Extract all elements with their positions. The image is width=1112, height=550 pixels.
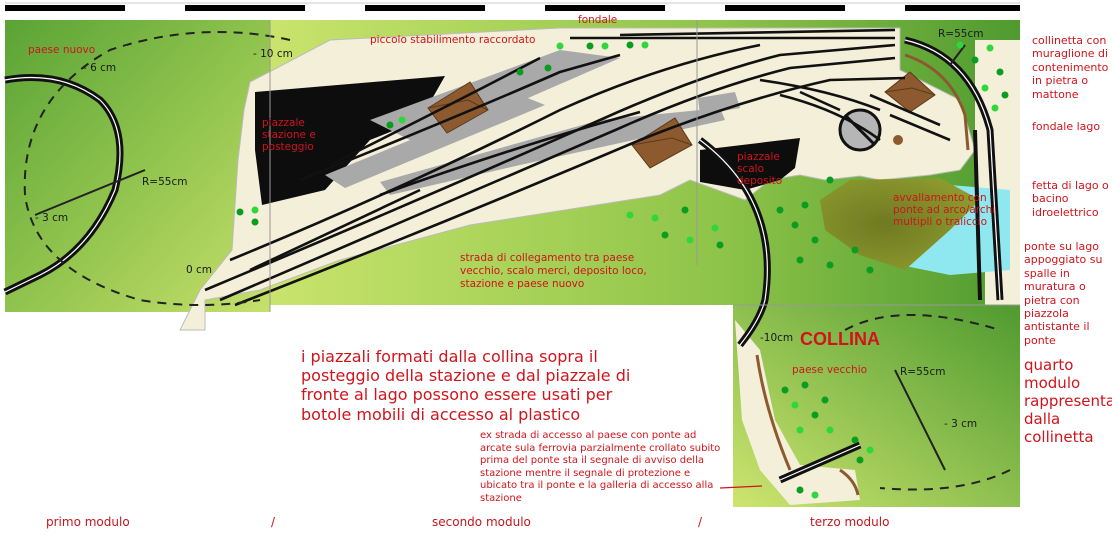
label-paese-nuovo: paese nuovo xyxy=(28,44,96,56)
label-avvallamento: avvallamento con ponte ad arco/archi mul… xyxy=(893,192,996,229)
note-ponte-lago: ponte su lago appoggiato su spalle in mu… xyxy=(1024,240,1103,347)
label-minus10-top: - 10 cm xyxy=(253,48,293,60)
label-minus10-collina: -10cm xyxy=(760,332,794,344)
label-fondale-top: fondale xyxy=(578,14,618,26)
label-piccolo-stabilimento: piccolo stabilimento raccordato xyxy=(370,34,536,46)
tracks xyxy=(3,28,1004,484)
label-collina: COLLINA xyxy=(800,329,880,349)
top-border xyxy=(5,2,1020,11)
label-r55-top: R=55cm xyxy=(938,28,984,40)
label-minus3-right: - 3 cm xyxy=(944,418,978,430)
module-dividers xyxy=(269,20,1020,312)
note-fondale-lago: fondale lago xyxy=(1032,120,1101,133)
yard-stazione xyxy=(255,76,445,205)
label-piazzali-note: i piazzali formati dalla collina sopra i… xyxy=(301,347,631,424)
yard-scalo xyxy=(700,138,800,190)
label-minus6: - 6 cm xyxy=(83,62,117,74)
retaining-walls xyxy=(755,53,970,496)
note-quarto-modulo: quarto modulo rappresentato dalla collin… xyxy=(1024,356,1112,446)
caption-primo-modulo: primo modulo xyxy=(46,515,130,529)
note-fetta: fetta di lago o bacino idroelettrico xyxy=(1032,179,1109,219)
label-minus3-left: - 3 cm xyxy=(35,212,69,224)
label-zero-cm: 0 cm xyxy=(186,264,213,276)
label-paese-vecchio: paese vecchio xyxy=(792,364,868,376)
caption-secondo-modulo: secondo modulo xyxy=(432,515,531,529)
caption-slash-1: / xyxy=(271,515,276,529)
caption-slash-2: / xyxy=(698,515,703,529)
annotation-arrow xyxy=(719,485,763,489)
radius-guides xyxy=(23,31,1011,491)
label-strada-collegamento: strada di collegamento tra paese vecchio… xyxy=(460,252,647,291)
trees xyxy=(236,41,1009,499)
caption-terzo-modulo: terzo modulo xyxy=(810,515,890,529)
label-ex-strada: ex strada di accesso al paese con ponte … xyxy=(480,430,721,504)
label-piazzale-stazione: piazzale stazione e posteggio xyxy=(262,117,316,154)
note-collinetta: collinetta con muraglione di conteniment… xyxy=(1032,34,1109,101)
label-r55-right: R=55cm xyxy=(900,366,946,378)
label-piazzale-scalo: piazzale scalo deposito xyxy=(737,151,783,188)
label-r55-left: R=55cm xyxy=(142,176,188,188)
collina-band xyxy=(735,320,860,505)
